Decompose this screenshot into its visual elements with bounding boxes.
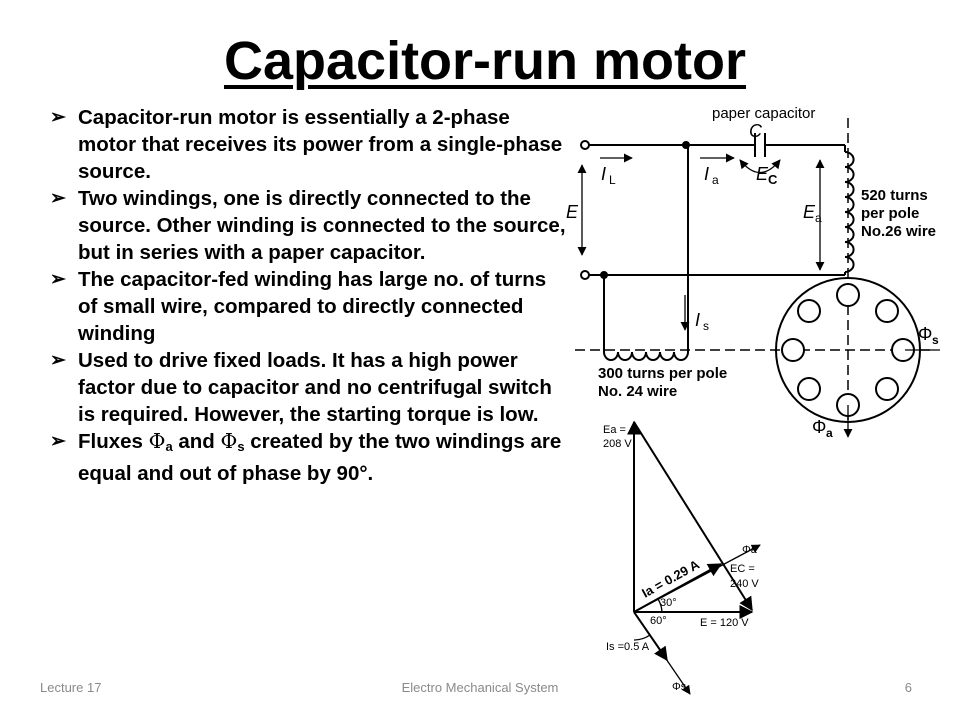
arrow-bullet-icon: ➢ <box>50 350 66 371</box>
IL-sub: L <box>609 173 616 187</box>
circuit-diagram <box>575 118 940 438</box>
winding-s-label: 300 turns per pole <box>598 365 727 382</box>
arrow-bullet-icon: ➢ <box>50 188 66 209</box>
slot <box>797 299 821 323</box>
Ea-value: Ea = <box>603 424 626 436</box>
E-label: E <box>566 202 579 222</box>
Ea-label: E <box>803 202 816 222</box>
Is-sub: s <box>703 319 709 333</box>
slide-title: Capacitor-run motor <box>223 31 747 91</box>
phi-a-label: Φa <box>742 544 758 556</box>
bullet-text: and <box>172 430 221 453</box>
winding-a-label: No.26 wire <box>861 223 936 240</box>
terminal-bottom <box>580 270 590 280</box>
footer-lecture: Lecture 17 <box>40 680 102 695</box>
C-label: C <box>749 121 763 141</box>
circuit-labels: paper capacitor C I L I a E C E E a 520 … <box>566 105 939 440</box>
phi-symbol: Φ <box>148 429 166 453</box>
bullet-text: created by the two windings are equal an… <box>78 430 562 485</box>
phi-s-label: Φs <box>672 681 687 693</box>
bullet-text: Capacitor-run motor is essentially a 2-p… <box>78 106 563 183</box>
winding-a-label: per pole <box>861 205 919 222</box>
slot <box>836 283 860 307</box>
phi-a-sub: a <box>826 426 833 440</box>
EC-arrow <box>739 159 781 174</box>
phasor-diagram <box>627 420 761 695</box>
bullet-text: Two windings, one is directly connected … <box>78 187 566 264</box>
bullet-item: ➢ Capacitor-run motor is essentially a 2-… <box>50 104 568 185</box>
angle-30-label: 30° <box>660 597 677 609</box>
bullet-item: ➢ The capacitor-fed winding has large no.… <box>50 266 568 347</box>
winding-s-label: No. 24 wire <box>598 383 677 400</box>
phi-s-phasor <box>633 611 691 695</box>
EC-sub: C <box>768 172 778 187</box>
phi-s-sub: s <box>932 333 939 347</box>
footer-course: Electro Mechanical System <box>401 680 559 695</box>
Is-label: I <box>695 310 700 330</box>
Ia-sub: a <box>712 173 719 187</box>
IL-label: I <box>601 164 606 184</box>
bullet-text: Fluxes <box>78 430 149 453</box>
Ia-label: I <box>704 164 709 184</box>
angle-arc <box>657 598 663 613</box>
winding-a-label: 520 turns <box>861 187 928 204</box>
paper-capacitor-label: paper capacitor <box>712 105 815 122</box>
slot <box>875 377 899 401</box>
winding-a-coil <box>844 151 855 273</box>
angle-arc <box>633 634 651 641</box>
phi-s-label: Φ <box>918 324 932 344</box>
footer-page-number: 6 <box>904 680 912 695</box>
terminal-top <box>580 140 590 150</box>
bullet-text: The capacitor-fed winding has large no. … <box>78 268 547 345</box>
slot <box>875 299 899 323</box>
EC-label: E <box>756 164 769 184</box>
slot <box>781 338 805 362</box>
arrow-bullet-icon: ➢ <box>50 107 66 128</box>
bullet-text: Used to drive fixed loads. It has a high… <box>78 349 552 426</box>
bullet-list: ➢ Capacitor-run motor is essentially a 2-… <box>50 104 568 487</box>
Ea-sub: a <box>815 211 822 225</box>
bullet-item: ➢ Fluxes Φa and Φs created by the two win… <box>50 428 568 487</box>
EC-value: 240 V <box>730 578 759 590</box>
bullet-item: ➢ Two windings, one is directly connected… <box>50 185 568 266</box>
EC-phasor <box>633 421 753 612</box>
bullet-item: ➢ Used to drive fixed loads. It has a hig… <box>50 347 568 428</box>
angle-60-label: 60° <box>650 615 667 627</box>
E-value: E = 120 V <box>700 617 749 629</box>
subscript: s <box>237 439 245 454</box>
arrow-bullet-icon: ➢ <box>50 269 66 290</box>
phi-a-phasor <box>633 544 761 613</box>
phi-symbol: Φ <box>220 429 238 453</box>
arrow-bullet-icon: ➢ <box>50 431 66 452</box>
slot <box>797 377 821 401</box>
Is-value: Is =0.5 A <box>606 641 650 653</box>
winding-s-coil <box>603 351 689 361</box>
subscript: a <box>165 439 173 454</box>
Ea-value: 208 V <box>603 438 632 450</box>
phi-a-label: Φ <box>812 417 826 437</box>
EC-value: EC = <box>730 563 755 575</box>
